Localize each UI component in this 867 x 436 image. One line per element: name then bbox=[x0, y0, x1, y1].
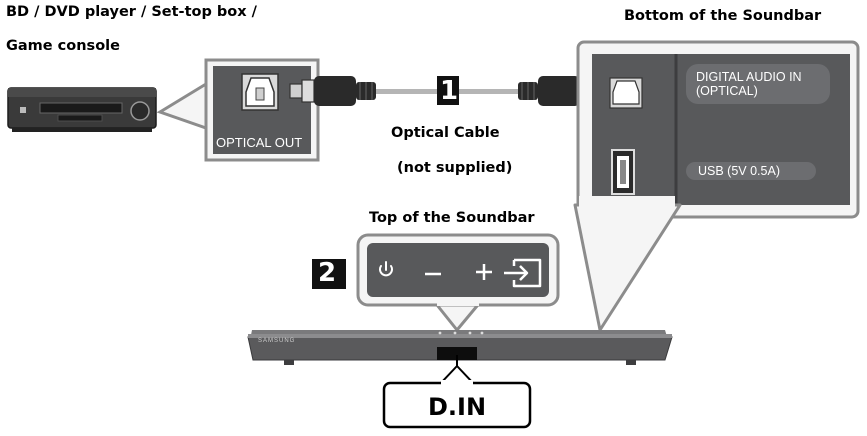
bottom-of-soundbar-label: Bottom of the Soundbar bbox=[624, 8, 822, 24]
top-of-soundbar-label: Top of the Soundbar bbox=[369, 210, 535, 226]
soundbar-top-panel bbox=[356, 233, 560, 332]
step-1-badge bbox=[437, 76, 459, 105]
not-supplied-label: (not supplied) bbox=[397, 160, 513, 176]
digital-audio-in-label: DIGITAL AUDIO IN bbox=[696, 70, 802, 84]
step-2-badge bbox=[312, 259, 346, 289]
digital-audio-in-optical-label: (OPTICAL) bbox=[696, 84, 758, 98]
source-device-label-line1: BD / DVD player / Set-top box / bbox=[6, 4, 257, 20]
source-icon bbox=[504, 258, 542, 288]
optical-port-icon bbox=[241, 73, 279, 111]
usb-port-icon bbox=[611, 149, 635, 195]
plus-icon bbox=[476, 264, 492, 280]
soundbar-bottom-panel bbox=[576, 40, 860, 219]
soundbar-display bbox=[437, 347, 477, 360]
optical-cable-label: Optical Cable bbox=[391, 125, 500, 141]
step-1-number: 1 bbox=[440, 76, 459, 106]
source-device-illustration bbox=[7, 87, 157, 132]
step-2-number: 2 bbox=[318, 258, 337, 288]
optical-out-panel bbox=[204, 58, 320, 162]
optical-out-label: OPTICAL OUT bbox=[216, 135, 303, 150]
power-icon bbox=[379, 261, 393, 277]
brand-logo-text: SAMSUNG bbox=[258, 338, 296, 344]
input-mode-display-text: D.IN bbox=[427, 393, 487, 421]
usb-port-label: USB (5V 0.5A) bbox=[698, 164, 780, 178]
soundbar-illustration bbox=[247, 330, 673, 365]
display-callout bbox=[382, 355, 532, 429]
panel-optical-port-icon bbox=[609, 77, 643, 109]
source-device-label-line2: Game console bbox=[6, 38, 120, 54]
